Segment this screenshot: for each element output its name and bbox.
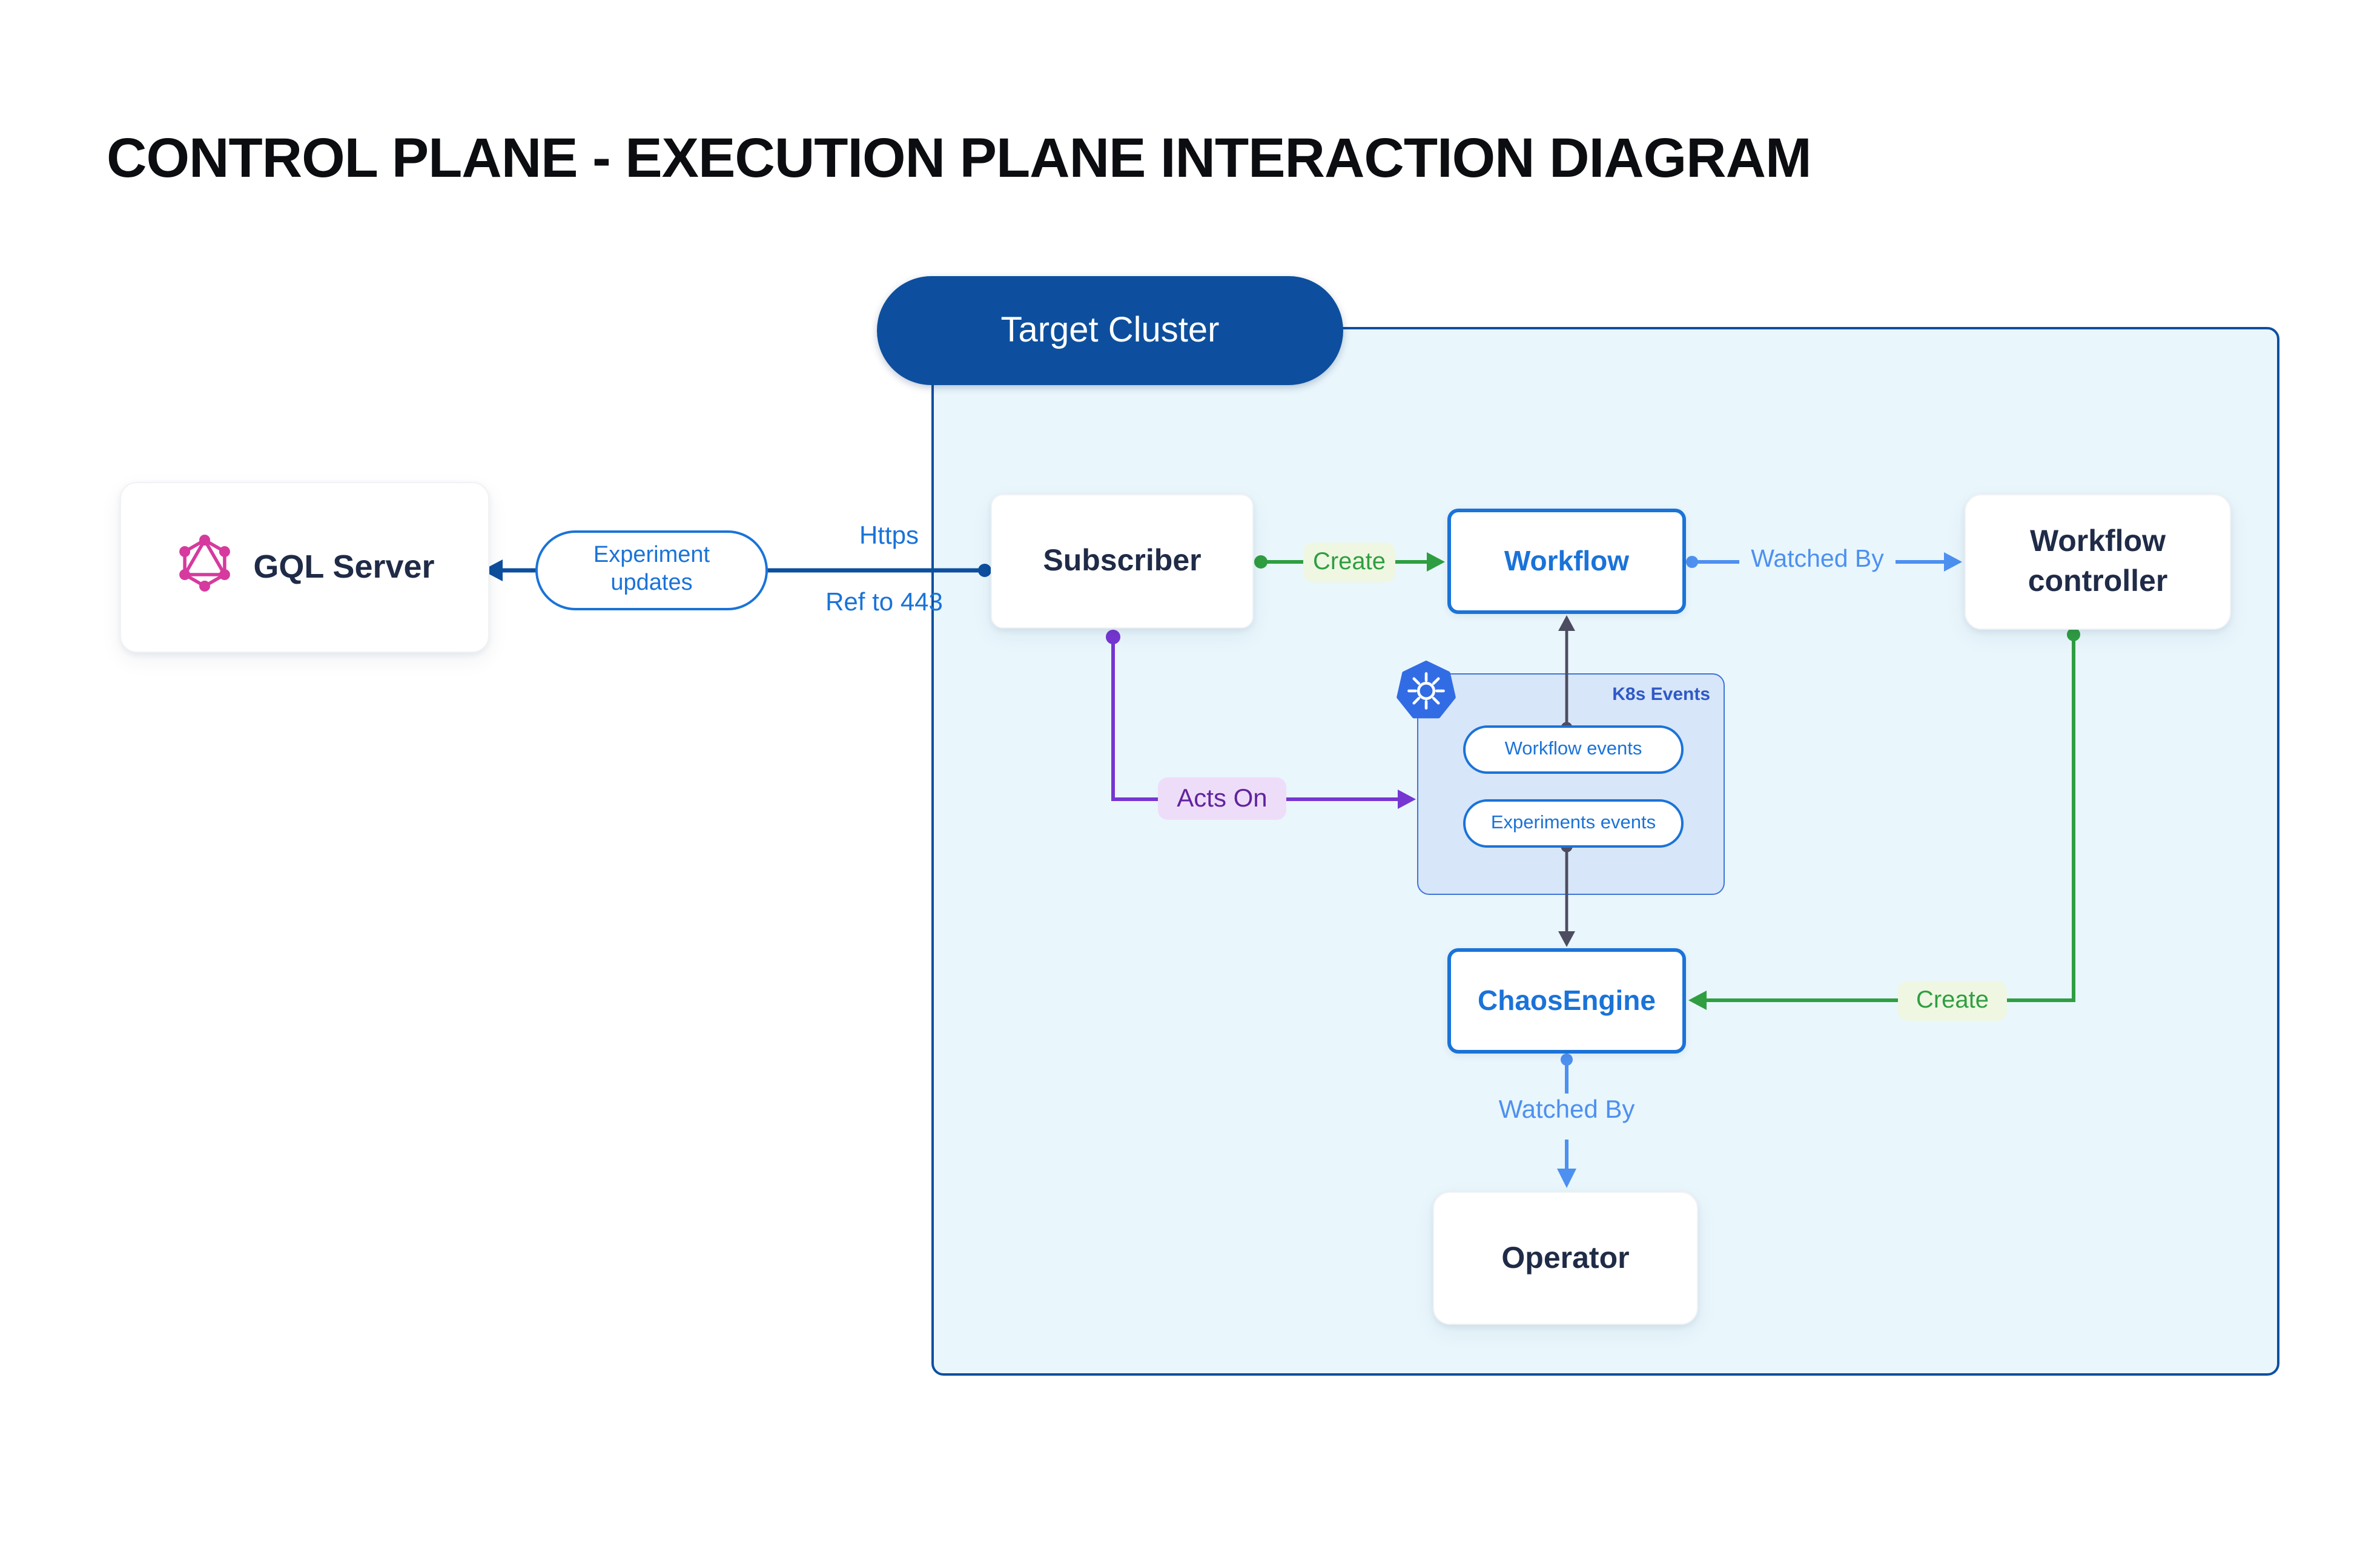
edge-experiment-updates xyxy=(482,559,991,581)
edge-k8s-events-flow xyxy=(1558,615,1575,947)
edge-watched-by-operator xyxy=(1557,1054,1576,1188)
edge-watched-by-workflow xyxy=(1686,552,1962,572)
page-title: CONTROL PLANE - EXECUTION PLANE INTERACT… xyxy=(107,126,1812,189)
edge-create-workflow xyxy=(1254,552,1445,572)
edge-create-chaosengine xyxy=(1688,628,2080,1010)
edge-acts-on xyxy=(1106,630,1416,809)
